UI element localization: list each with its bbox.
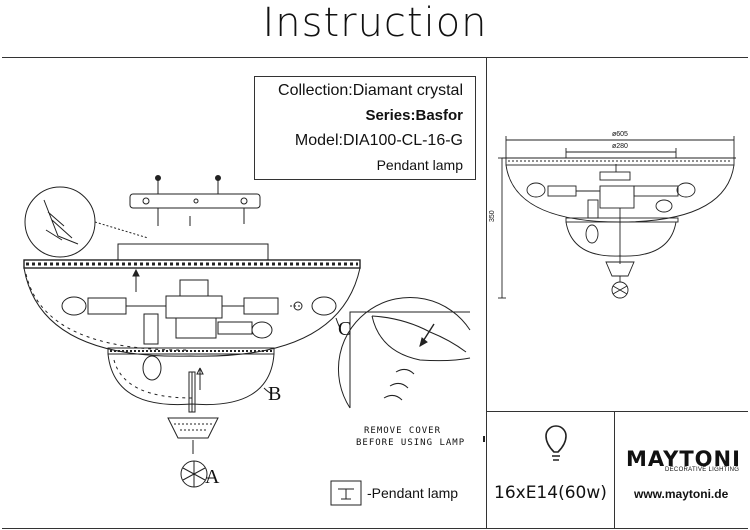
upper-glass-bowl [23, 267, 361, 357]
bulb-spec: 16xE14(60w) [494, 483, 607, 503]
crystal-band [23, 259, 361, 269]
collection-label: Collection:Diamant crystal [278, 82, 463, 99]
page-title: Instruction [262, 0, 488, 46]
brand-website: www.maytoni.de [634, 487, 729, 501]
brand-tagline: DECORATIVE LIGHTING [665, 467, 740, 473]
light-bulb-icon [545, 425, 567, 461]
divider-vertical [486, 57, 487, 529]
bulbs [61, 296, 337, 381]
callout-c: C [338, 318, 352, 340]
dimension-inner: ø280 [612, 143, 628, 150]
model-info-box: Collection:Diamant crystal Series:Basfor… [254, 76, 476, 180]
mounting-bar [129, 175, 261, 226]
brand-logo: MAYTONI [626, 447, 741, 471]
side-elevation [498, 136, 736, 299]
remove-cover-notice: REMOVE COVER BEFORE USING LAMP [356, 425, 465, 449]
remove-cover-detail [337, 296, 471, 409]
bottom-cap [167, 417, 219, 439]
light-arms [87, 279, 279, 345]
legend-label: -Pendant lamp [367, 485, 459, 501]
drawing-frame [2, 57, 748, 529]
notice-line-2: BEFORE USING LAMP [356, 438, 466, 448]
series-label: Series:Basfor [365, 107, 463, 124]
callout-b: B [268, 383, 282, 405]
divider-brand [614, 411, 615, 529]
ceiling-canopy [117, 243, 269, 261]
callout-a: A [205, 466, 220, 488]
dimension-height: 350 [489, 210, 496, 222]
lower-glass-bowl [107, 353, 275, 406]
model-label: Model:DIA100-CL-16-G [294, 132, 463, 149]
pendant-lamp-icon [330, 480, 362, 506]
notice-line-1: REMOVE COVER [364, 426, 442, 436]
divider-horizontal [486, 411, 748, 412]
lower-crystal-band [107, 347, 275, 355]
type-label: Pendant lamp [376, 157, 463, 173]
legend: -Pendant lamp [330, 481, 472, 509]
wiring-detail-circle [24, 186, 149, 258]
dimension-width: ø605 [612, 131, 628, 138]
